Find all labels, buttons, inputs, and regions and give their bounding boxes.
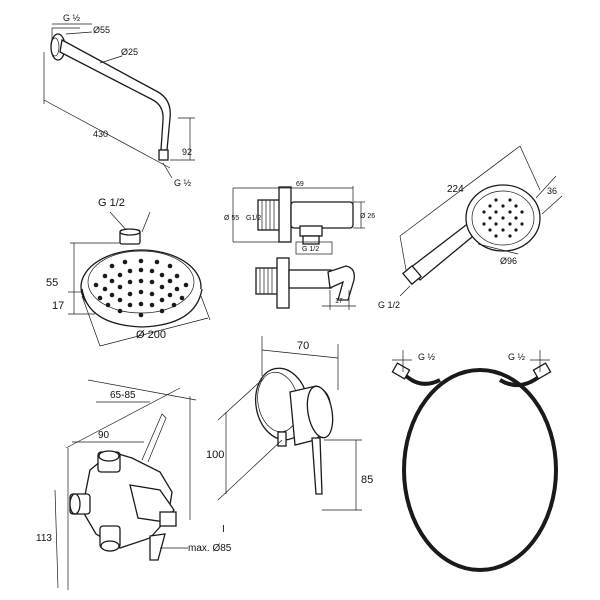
wall-outlet-holder: 69 Ø 55 G1/2 Ø 26 G 1/2 17 [224,181,375,310]
hose-right-thread-label: G ½ [508,352,526,362]
hand-depth-label: 36 [547,186,557,196]
overhead-shower: G 1/2 55 [46,197,211,347]
hose-loop-outer [402,368,558,572]
hose-right-nut [532,362,552,380]
hand-shower-thread [401,264,423,286]
arm-outlet-thread-label: G ½ [174,178,192,188]
holder-flange [276,257,290,309]
hand-thread-label: G 1/2 [378,300,400,310]
trim-lever-height-label: 85 [361,474,373,486]
arm-pipe [59,38,171,151]
overhead-nozzle-pattern [93,258,189,318]
hand-shower-nozzles [482,198,524,238]
outlet-thread-body [257,199,281,231]
outlet-thread-side-label: G1/2 [246,215,261,222]
holder-offset-label: 17 [335,298,343,305]
mixer-height-label: 113 [36,533,52,544]
trim-diverter [277,431,287,447]
mixer-spindle [159,511,177,527]
hose-left-nut [391,362,411,380]
trim-lever [311,437,323,495]
mixer-cover-dia-label: max. Ø85 [188,543,232,554]
arm-length-label: 430 [93,129,108,139]
hand-length-label: 224 [447,184,464,195]
holder-cradle [327,265,355,301]
overhead-height-label: 55 [46,277,58,289]
shower-hose: G ½ G ½ [391,350,558,572]
overhead-offset-label: 17 [52,300,64,312]
outlet-body-dia-label: Ø 26 [360,213,375,220]
trim-depth-label: 70 [297,340,309,352]
arm-drop-label: 92 [182,147,192,157]
mixer-width-label: 90 [98,430,110,441]
outlet-flange-dia-label: Ø 55 [224,215,239,222]
outlet-bottom-thread-label: G 1/2 [302,246,319,253]
hand-head-dia-label: Ø96 [500,256,517,266]
holder-thread-body [255,267,279,295]
hand-shower: 224 36 Ø96 G 1/2 [378,145,563,310]
mixer-body: 65-85 90 113 max. Ø85 [36,379,232,590]
outlet-body [290,201,354,229]
mixer-trim: 70 100 85 I [206,336,373,535]
mixer-lever-stub [149,533,166,561]
shower-arm: G ½ Ø55 Ø25 430 92 G ½ [43,13,195,188]
holder-arm [288,269,332,289]
arm-thread-label: G ½ [63,13,81,23]
hand-shower-handle [409,221,479,281]
trim-rosette-height-label: 100 [206,449,224,461]
outlet-length-label: 69 [296,181,304,188]
arm-pipe-dia-label: Ø25 [121,47,138,57]
hose-left-thread-label: G ½ [418,352,436,362]
trim-marker-label: I [222,524,225,535]
outlet-flange [278,186,292,243]
arm-flange-dia-label: Ø55 [93,25,110,35]
mixer-depth-label: 65-85 [110,390,136,401]
arm-outlet-nut [158,149,169,161]
overhead-dia-label: Ø 200 [136,329,166,341]
outlet-nipple [299,225,323,237]
overhead-thread-label: G 1/2 [98,197,125,209]
